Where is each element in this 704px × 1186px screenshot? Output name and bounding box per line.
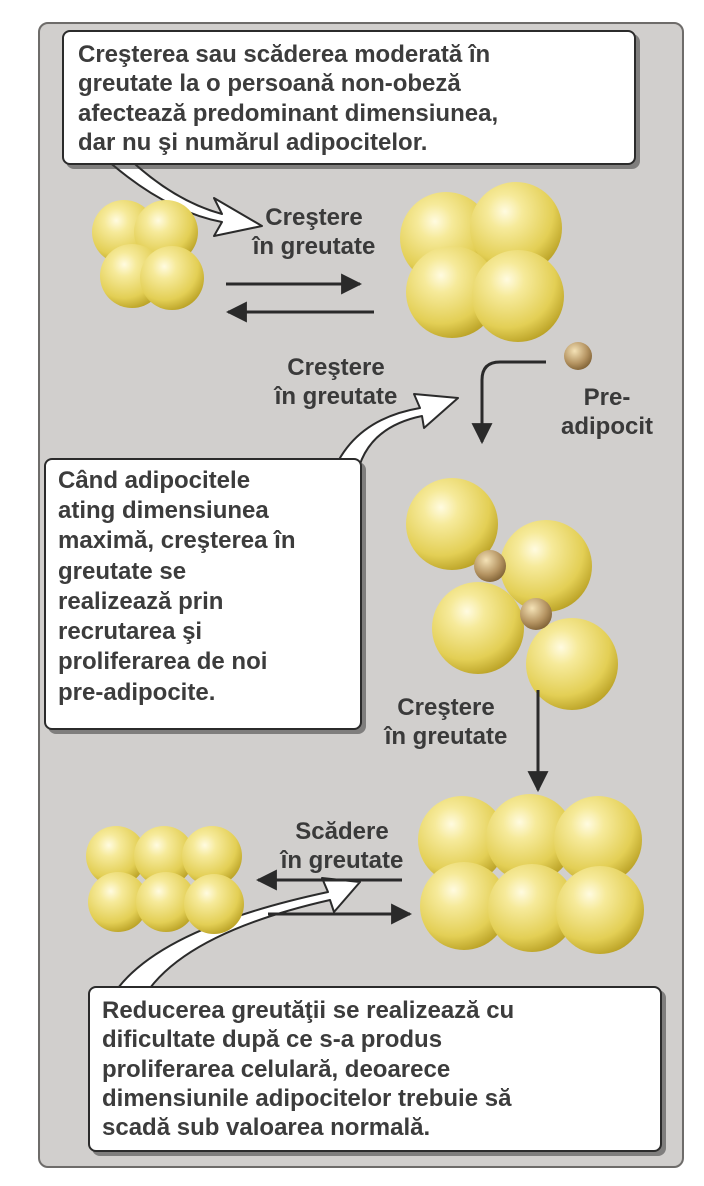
adipocyte-cell	[418, 796, 506, 884]
adipocyte-cell	[136, 872, 196, 932]
recruitment-arrow	[471, 360, 546, 445]
adipocyte-cell	[86, 826, 146, 886]
adipocyte-cell	[420, 862, 508, 950]
adipocyte-cell	[88, 872, 148, 932]
label-weight-gain-1: Creştere în greutate	[252, 204, 376, 260]
adipocyte-cell	[140, 246, 204, 310]
adipocyte-cell	[554, 796, 642, 884]
adipocyte-cell	[134, 826, 194, 886]
callout-top-pointer	[95, 149, 263, 237]
pre-adipocyte	[520, 598, 552, 630]
pre-adipocyte	[564, 342, 592, 370]
adipocyte-cell	[406, 246, 498, 338]
adipocyte-cell	[184, 874, 244, 934]
adipocyte-cell	[406, 478, 498, 570]
enlarged-adipocyte-cluster-1	[400, 182, 564, 342]
label-weight-loss: Scădere în greutate	[280, 818, 404, 874]
label-weight-gain-2: Creştere în greutate	[274, 354, 398, 410]
callout-mid-pointer	[329, 393, 459, 481]
pre-adipocyte	[474, 550, 506, 582]
adipocyte-cell	[488, 864, 576, 952]
proliferating-cluster	[406, 478, 618, 710]
adipocyte-cell	[486, 794, 574, 882]
adipocyte-cell	[556, 866, 644, 954]
adipocyte-cell	[500, 520, 592, 612]
callout-weight-loss: Reducerea greutăţii se realizează cu dif…	[88, 986, 662, 1152]
adipocyte-cell	[526, 618, 618, 710]
adipocyte-cell	[432, 582, 524, 674]
callout-recruitment: Când adipocitele ating dimensiunea maxim…	[44, 458, 362, 730]
callout-size-change: Creşterea sau scăderea moderată în greut…	[62, 30, 636, 165]
large-adipocyte-cluster	[418, 794, 644, 954]
label-weight-gain-3: Creştere în greutate	[384, 694, 508, 750]
label-pre-adipocyte: Pre- adipocit	[560, 384, 653, 440]
reduced-adipocyte-cluster	[86, 826, 244, 934]
adipocyte-cell	[182, 826, 242, 886]
adipocyte-cell	[472, 250, 564, 342]
adipocyte-cell	[470, 182, 562, 274]
small-adipocyte-cluster-1	[92, 200, 204, 310]
